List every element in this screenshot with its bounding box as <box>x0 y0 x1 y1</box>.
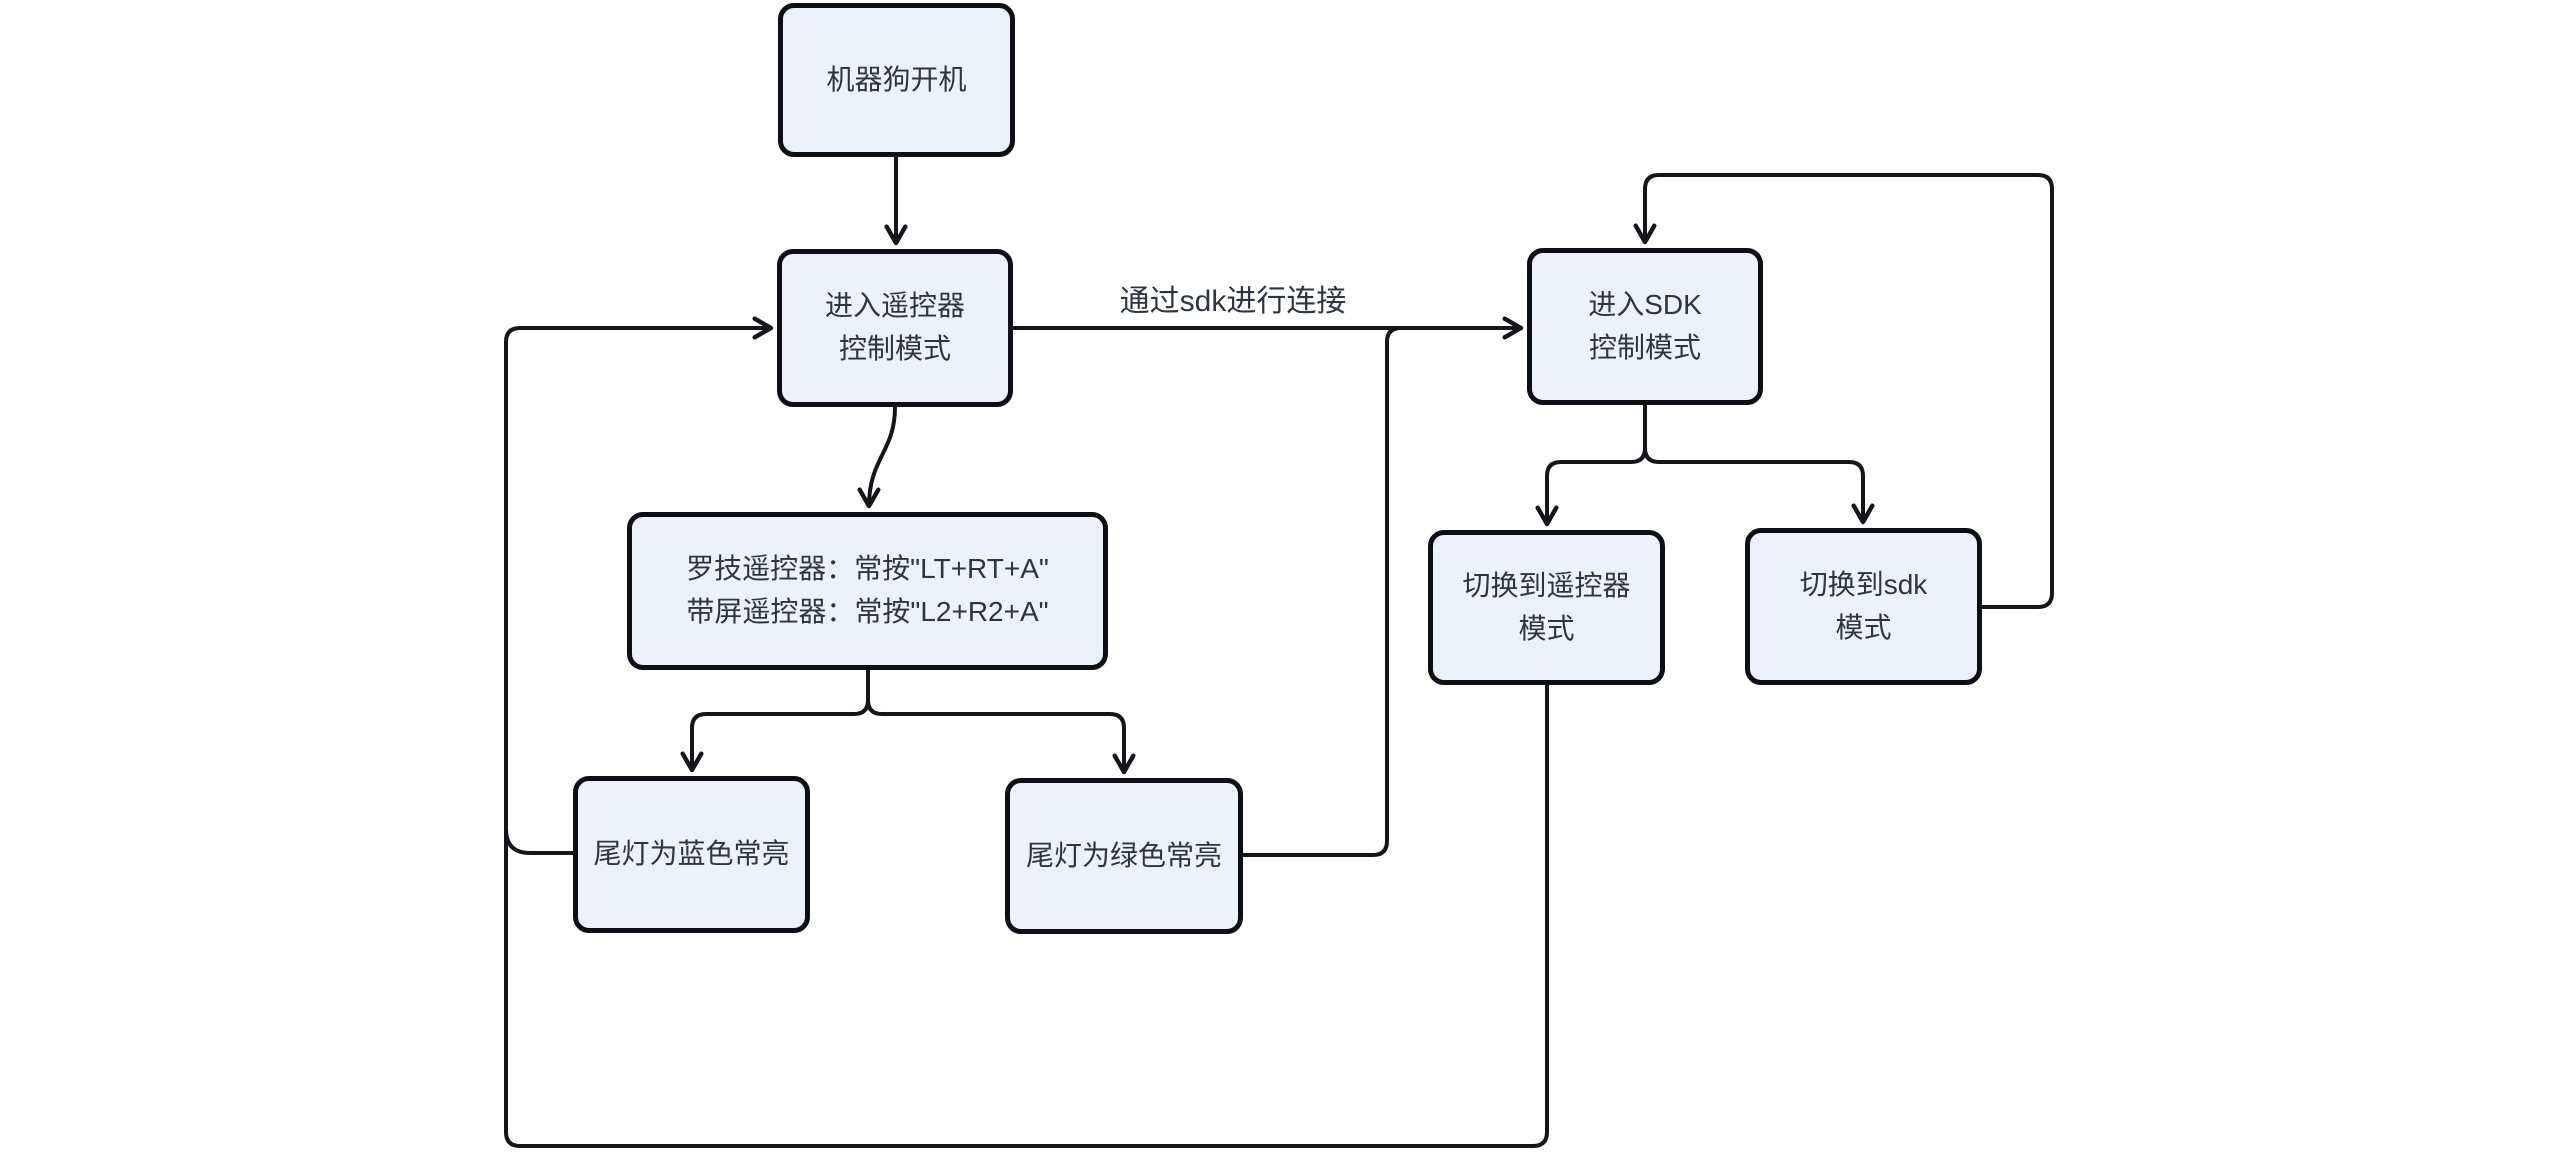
node-label: 模式 <box>1518 612 1575 644</box>
node-label: 罗技遥控器：常按"LT+RT+A" <box>686 553 1049 585</box>
node-label: 切换到遥控器 <box>1462 569 1631 601</box>
node-label: 控制模式 <box>1588 331 1701 363</box>
edge-sdk-mode-to-switch-rc <box>1535 405 1647 527</box>
edge-press-keys-to-green-light <box>866 670 1136 775</box>
edge-label-connect-via-sdk: 通过sdk进行连接 <box>1113 276 1353 320</box>
node-press-keys-instructions: 罗技遥控器：常按"LT+RT+A" 带屏遥控器：常按"L2+R2+A" <box>627 512 1108 670</box>
node-switch-to-remote-mode: 切换到遥控器 模式 <box>1428 530 1665 685</box>
node-label: 尾灯为蓝色常亮 <box>593 838 790 870</box>
node-label: 机器狗开机 <box>826 63 967 95</box>
node-remote-control-mode: 进入遥控器 控制模式 <box>777 249 1013 407</box>
node-sdk-control-mode: 进入SDK 控制模式 <box>1527 248 1763 405</box>
node-power-on: 机器狗开机 <box>778 3 1015 157</box>
edge-switch-rc-to-rc-mode-loop <box>504 316 1549 1148</box>
node-tail-light-blue: 尾灯为蓝色常亮 <box>573 776 810 933</box>
node-label: 控制模式 <box>838 333 951 364</box>
node-label: 模式 <box>1835 611 1892 643</box>
edge-switch-sdk-to-sdk-mode-loop <box>1633 173 2054 609</box>
edge-rc-mode-to-press-keys <box>857 406 897 509</box>
node-label: 进入遥控器 <box>824 290 965 322</box>
edge-green-light-to-sdk-mode <box>1243 326 1402 857</box>
node-label: 进入SDK <box>1588 288 1702 320</box>
node-label: 带屏遥控器：常按"L2+R2+A" <box>686 596 1049 627</box>
node-tail-light-green: 尾灯为绿色常亮 <box>1005 778 1243 934</box>
edge-press-keys-to-blue-light <box>680 670 870 773</box>
edge-blue-light-to-rc-mode <box>504 798 573 855</box>
edge-sdk-mode-to-switch-sdk <box>1643 405 1875 525</box>
node-label: 切换到sdk <box>1799 568 1928 600</box>
node-switch-to-sdk-mode: 切换到sdk 模式 <box>1745 528 1982 685</box>
node-label: 尾灯为绿色常亮 <box>1025 839 1222 871</box>
